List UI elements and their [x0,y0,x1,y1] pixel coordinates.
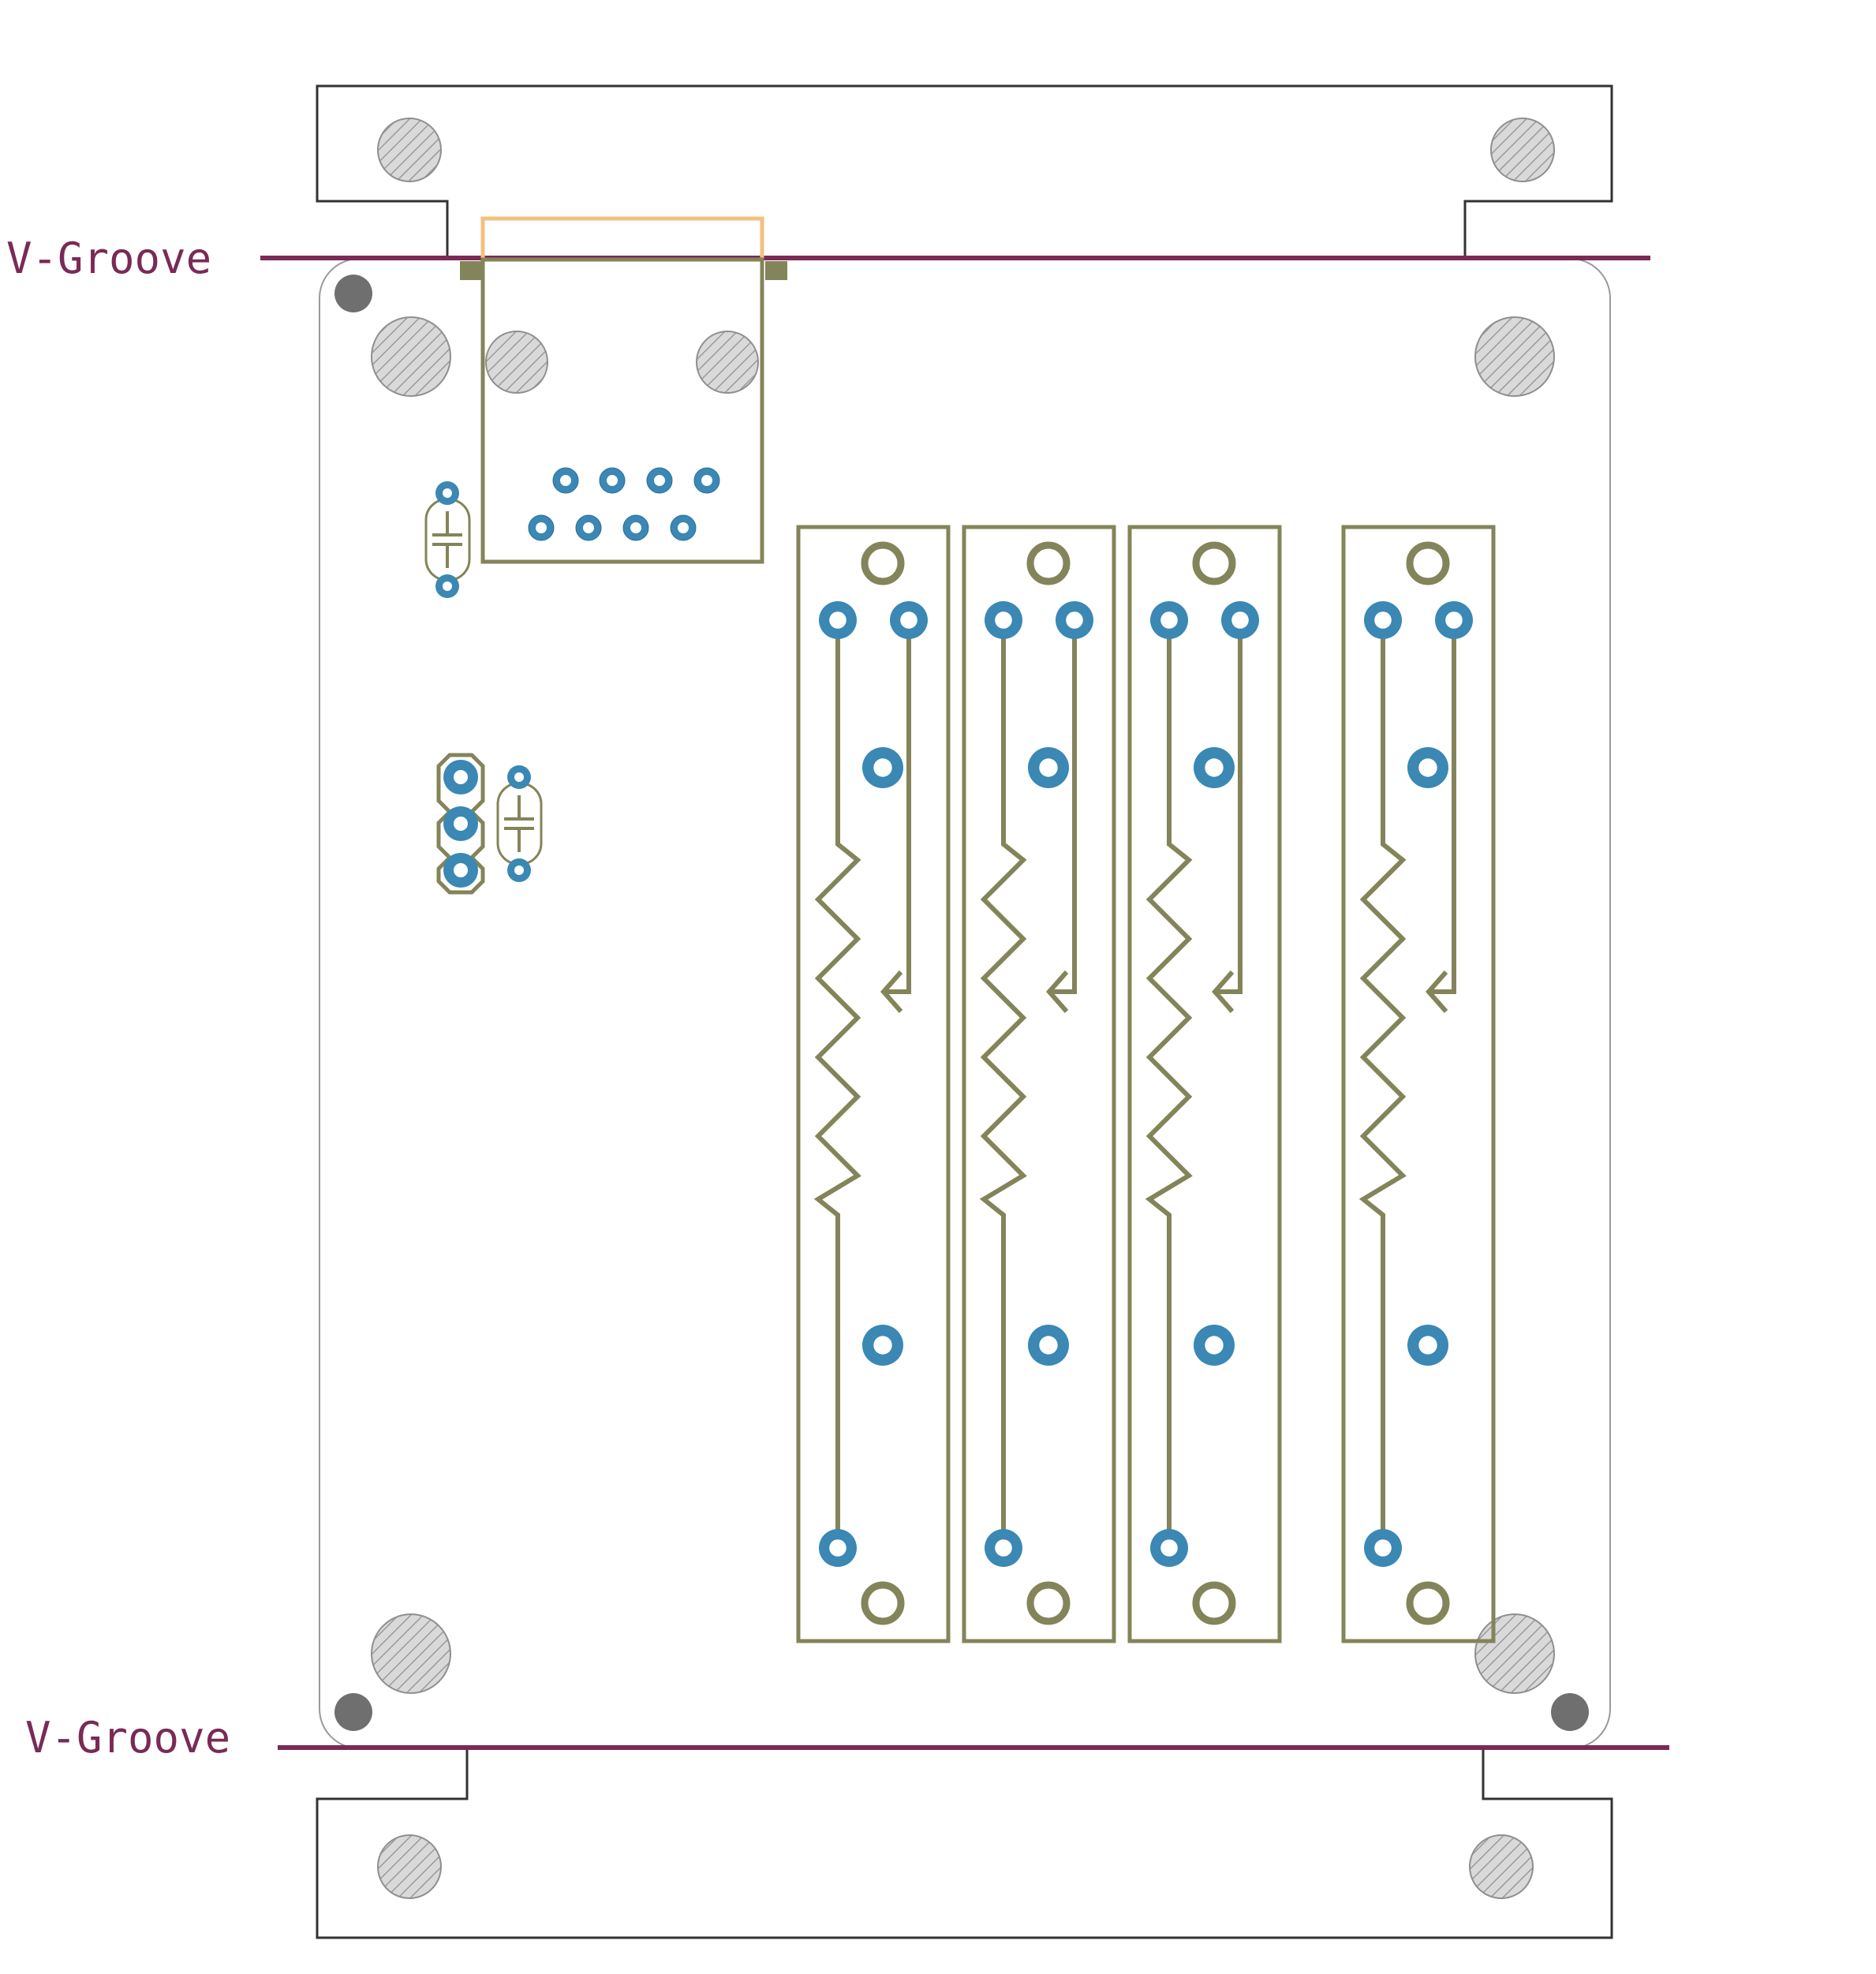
pot-wiper-trace [1051,620,1077,994]
capacitor-c1 [424,481,471,598]
pot-wiper-arrow [880,970,903,1013]
fiducial-bottom-right [1551,1693,1589,1731]
pot-resistor-trace [979,620,1027,1548]
board-hole-top-left [371,316,451,397]
board-hole-bottom-left [371,1613,451,1694]
pot-outline [796,525,951,1643]
panel-hole-top-right [1490,118,1555,182]
board-hole-bottom-right [1474,1613,1555,1694]
connector-hole-right [696,331,759,394]
pot-mount-ring [1406,1581,1450,1625]
pot-mount-ring [1406,541,1450,585]
pot-resistor-trace [813,620,861,1548]
pot-outline [962,525,1116,1643]
pot-mount-ring [1026,1581,1071,1625]
pot-wiper-arrow [1212,970,1235,1013]
fiducial-bottom-left [334,1693,372,1731]
capacitor-c2 [496,765,543,882]
pot-outline [1127,525,1282,1643]
rj45-body-outline [480,257,764,564]
pot-wiper-trace [885,620,911,994]
pot-mount-ring [1192,1581,1236,1625]
pot-wiper-trace [1430,620,1456,994]
top-breakaway-panel [316,84,1613,260]
rj45-overhang-outline [480,216,764,262]
pot-resistor-trace [1145,620,1193,1548]
header-3pin [436,753,485,895]
bottom-breakaway-panel [316,1747,1613,1939]
panel-hole-top-left [377,118,442,182]
pot-mount-ring [861,541,905,585]
rj45-tab-right [765,261,787,280]
pot-wiper-arrow [1046,970,1069,1013]
panel-hole-bottom-right [1469,1834,1534,1899]
board-hole-top-right [1474,316,1555,397]
pot-mount-ring [861,1581,905,1625]
connector-hole-left [485,331,548,394]
rj45-connector [460,216,787,564]
pot-resistor-trace [1358,620,1407,1548]
pot-wiper-trace [1216,620,1243,994]
v-groove-label-bottom: V-Groove [25,1713,230,1763]
pot-mount-ring [1026,541,1071,585]
fiducials [334,275,1589,1731]
pot-wiper-arrow [1426,970,1448,1013]
rj45-pins [528,467,720,541]
pot-mount-ring [1192,541,1236,585]
panel-hole-bottom-left [377,1834,442,1899]
pot-outline [1341,525,1496,1643]
fiducial-top-left [334,275,372,312]
rj45-tab-left [460,261,482,280]
slide-potentiometers [796,525,1496,1643]
v-groove-label-top: V-Groove [6,234,211,283]
